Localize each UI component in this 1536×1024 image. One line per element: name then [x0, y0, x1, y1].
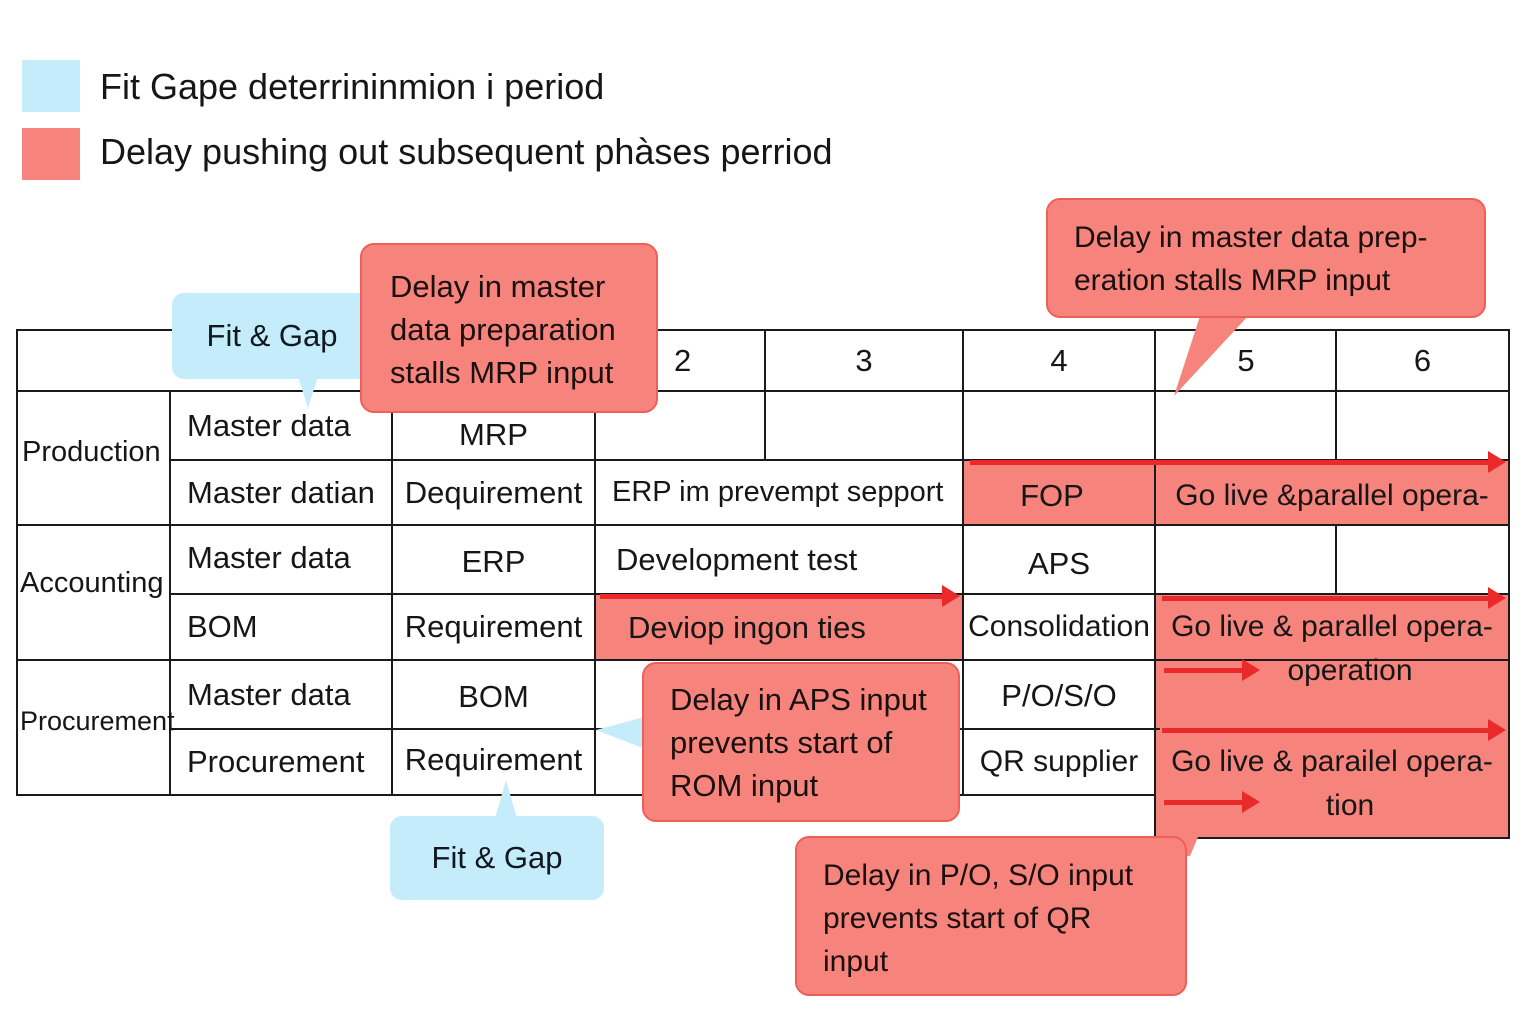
- cell-requirement-1: Requirement: [404, 609, 583, 644]
- cell-erp-support: ERP im prevempt sepport: [612, 476, 944, 508]
- delay-callout-aps-line-3: ROM input: [670, 768, 819, 803]
- table-col-line-6: [1154, 329, 1156, 839]
- delay-callout-master-data: Delay in master data preparation stalls …: [360, 243, 658, 413]
- period-header-2: 2: [674, 342, 692, 378]
- delay-fill-golive-1: [1156, 460, 1508, 524]
- table-line-accounting: [16, 659, 1510, 661]
- row-label-master-data-1: Master data: [187, 407, 351, 443]
- cell-go-live-2a: Go live & parallel opera-: [1171, 610, 1493, 643]
- cell-fop: FOP: [1020, 478, 1084, 513]
- delay-callout-master-data-line-1: Delay in master: [390, 269, 606, 304]
- row-label-master-datian: Master datian: [187, 474, 375, 510]
- table-col-line-7b: [1335, 524, 1337, 594]
- table-border-right: [1508, 329, 1510, 839]
- delay-callout-master-data-line-3: stalls MRP input: [390, 355, 614, 390]
- cell-qr-supplier: QR supplier: [979, 745, 1139, 778]
- cell-go-live-2b: operation: [1287, 654, 1413, 687]
- fit-gap-top-tail: [296, 370, 320, 408]
- delay-callout-po-so: Delay in P/O, S/O input prevents start o…: [795, 836, 1187, 996]
- table-col-line-7a: [1335, 329, 1337, 460]
- period-header-4: 4: [1050, 342, 1068, 378]
- period-header-6: 6: [1413, 342, 1432, 378]
- delay-callout-po-line-1: Delay in P/O, S/O input: [823, 859, 1134, 892]
- row-label-master-data-2: Master data: [187, 540, 351, 575]
- group-label-accounting: Accounting: [20, 567, 164, 599]
- group-label-procurement: Procurement: [20, 706, 175, 736]
- legend-label-fit-gap: Fit Gape deterrininmion i period: [100, 66, 605, 107]
- delay-arrow-row6-right: [1162, 719, 1506, 741]
- delay-callout-master-data-line-2: data preparation: [390, 312, 616, 347]
- cell-erp: ERP: [461, 544, 526, 579]
- cell-develop-ties: Deviop ingon ties: [628, 610, 866, 645]
- table-border-top: [16, 329, 1510, 331]
- cell-aps: APS: [1027, 546, 1091, 581]
- table-col-line-2: [391, 390, 393, 796]
- table-col-line-4: [764, 329, 766, 460]
- table-border-bottom: [16, 794, 1156, 796]
- table-line-production: [16, 524, 1510, 526]
- delay-callout-po-line-3: input: [823, 945, 889, 978]
- table-col-line-3: [594, 329, 596, 796]
- table-border-bottom-right: [1156, 837, 1510, 839]
- row-label-master-data-3: Master data: [187, 676, 351, 712]
- delay-callout-aps-line-2: prevents start of: [670, 725, 893, 760]
- fit-gap-callout-top: Fit & Gap: [172, 293, 372, 379]
- delay-callout-po-line-2: prevents start of QR: [823, 902, 1092, 935]
- delay-arrow-row4-right: [1162, 587, 1506, 609]
- delay-fill-dev: [596, 594, 962, 660]
- delay-callout-master-data-right: Delay in master data prep- eration stall…: [1046, 198, 1486, 318]
- table-border-left: [16, 329, 18, 796]
- delay-callout-aps-line-1: Delay in APS input: [670, 682, 927, 717]
- delay-arrow-row4-dev: [600, 585, 960, 607]
- row-label-procurement: Procurement: [187, 744, 365, 779]
- cell-development-test: Development test: [616, 542, 858, 577]
- cell-po-so: P/O/S/O: [1001, 678, 1117, 713]
- cell-bom: BOM: [458, 678, 529, 714]
- cell-go-live-1: Go live &parallel opera-: [1175, 479, 1489, 512]
- delay-fill-golive-2: [1156, 594, 1508, 838]
- cell-consolidation: Consolidation: [968, 610, 1150, 643]
- cell-go-live-3b: tion: [1325, 789, 1375, 822]
- row-label-bom: BOM: [187, 609, 258, 644]
- cell-mrp: MRP: [459, 417, 528, 452]
- table-col-line-5: [962, 329, 964, 796]
- cell-requirement-2: Requirement: [404, 742, 583, 777]
- period-header-5: 5: [1237, 342, 1255, 378]
- delay-aps-tail: [596, 716, 648, 750]
- group-label-production: Production: [22, 436, 161, 468]
- cell-go-live-3a: Go live & parailel opera-: [1171, 745, 1493, 778]
- legend-swatch-fit-gap: [22, 60, 80, 112]
- delay-callout-aps: Delay in APS input prevents start of ROM…: [642, 662, 960, 822]
- table-col-line-1: [169, 390, 171, 796]
- delay-arrow-row4-short: [1164, 659, 1260, 681]
- delay-callout-right-line-2: eration stalls MRP input: [1074, 264, 1391, 297]
- delay-callout-right-line-1: Delay in master data prep-: [1074, 221, 1428, 254]
- cell-dequirement: Dequirement: [404, 474, 583, 510]
- table-line-r1: [170, 459, 1510, 461]
- delay-arrow-row6-short: [1164, 791, 1260, 813]
- legend-swatch-delay: [22, 128, 80, 180]
- delay-fill-fop: [964, 460, 1156, 524]
- fit-gap-callout-bottom: Fit & Gap: [390, 816, 604, 900]
- delay-arrow-row2: [970, 451, 1506, 473]
- delay-right-tail: [1174, 316, 1248, 396]
- table-line-header: [16, 390, 1510, 392]
- fit-gap-bottom-tail: [494, 780, 518, 822]
- legend-label-delay: Delay pushing out subsequent phàses perr…: [100, 131, 833, 172]
- period-header-3: 3: [855, 342, 873, 378]
